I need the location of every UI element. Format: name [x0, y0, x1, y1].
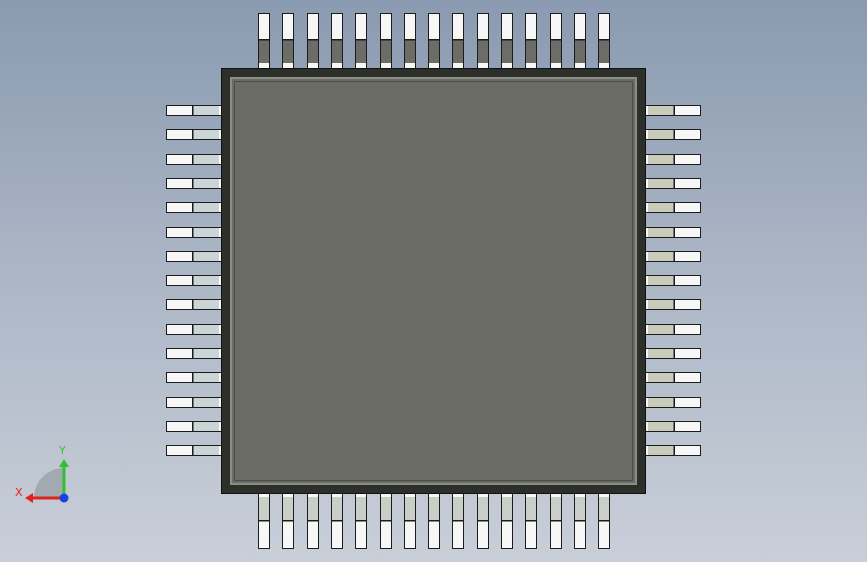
pin-left [166, 105, 222, 116]
pin-top [258, 13, 270, 69]
pin-top [307, 13, 319, 69]
pin-right [645, 227, 701, 238]
pin-left [166, 372, 222, 383]
pin-left [166, 397, 222, 408]
pin-bottom [574, 493, 586, 549]
triad-x-label: X [15, 486, 23, 499]
pin-bottom [282, 493, 294, 549]
pin-right [645, 324, 701, 335]
pin-right [645, 202, 701, 213]
pin-bottom [477, 493, 489, 549]
pin-left [166, 445, 222, 456]
pin-top [501, 13, 513, 69]
pin-bottom [428, 493, 440, 549]
view-orientation-triad[interactable]: Y X [10, 440, 80, 510]
pin-right [645, 129, 701, 140]
pin-bottom [307, 493, 319, 549]
pin-right [645, 178, 701, 189]
pin-left [166, 299, 222, 310]
pin-right [645, 445, 701, 456]
pin-top [550, 13, 562, 69]
triad-x-arrow [25, 493, 33, 503]
pin-bottom [598, 493, 610, 549]
pin-right [645, 275, 701, 286]
pin-top [404, 13, 416, 69]
pin-bottom [331, 493, 343, 549]
pin-bottom [355, 493, 367, 549]
pin-right [645, 299, 701, 310]
pin-right [645, 421, 701, 432]
pin-top [355, 13, 367, 69]
triad-z-axis-dot [59, 493, 69, 503]
pin-left [166, 202, 222, 213]
pin-left [166, 154, 222, 165]
pin-left [166, 129, 222, 140]
pin-left [166, 251, 222, 262]
ic-package-body[interactable] [221, 68, 646, 494]
pin-right [645, 154, 701, 165]
pin-bottom [452, 493, 464, 549]
pin-bottom [525, 493, 537, 549]
ic-package-top-face [234, 81, 633, 481]
pin-right [645, 105, 701, 116]
pin-top [574, 13, 586, 69]
pin-top [331, 13, 343, 69]
pin-bottom [501, 493, 513, 549]
pin-left [166, 178, 222, 189]
pin-left [166, 348, 222, 359]
pin-right [645, 251, 701, 262]
pin-top [598, 13, 610, 69]
pin-bottom [258, 493, 270, 549]
pin-right [645, 372, 701, 383]
pin-top [282, 13, 294, 69]
pin-right [645, 348, 701, 359]
pin-top [477, 13, 489, 69]
pin-bottom [380, 493, 392, 549]
pin-top [525, 13, 537, 69]
pin-bottom [404, 493, 416, 549]
pin-top [428, 13, 440, 69]
pin-bottom [550, 493, 562, 549]
triad-y-arrow [59, 459, 69, 467]
triad-y-label: Y [58, 444, 66, 457]
triad-xy-plane [34, 468, 64, 498]
pin-top [380, 13, 392, 69]
pin-left [166, 421, 222, 432]
pin-left [166, 324, 222, 335]
pin-left [166, 275, 222, 286]
ic-package-bevel [230, 77, 637, 485]
pin-left [166, 227, 222, 238]
pin-right [645, 397, 701, 408]
pin-top [452, 13, 464, 69]
